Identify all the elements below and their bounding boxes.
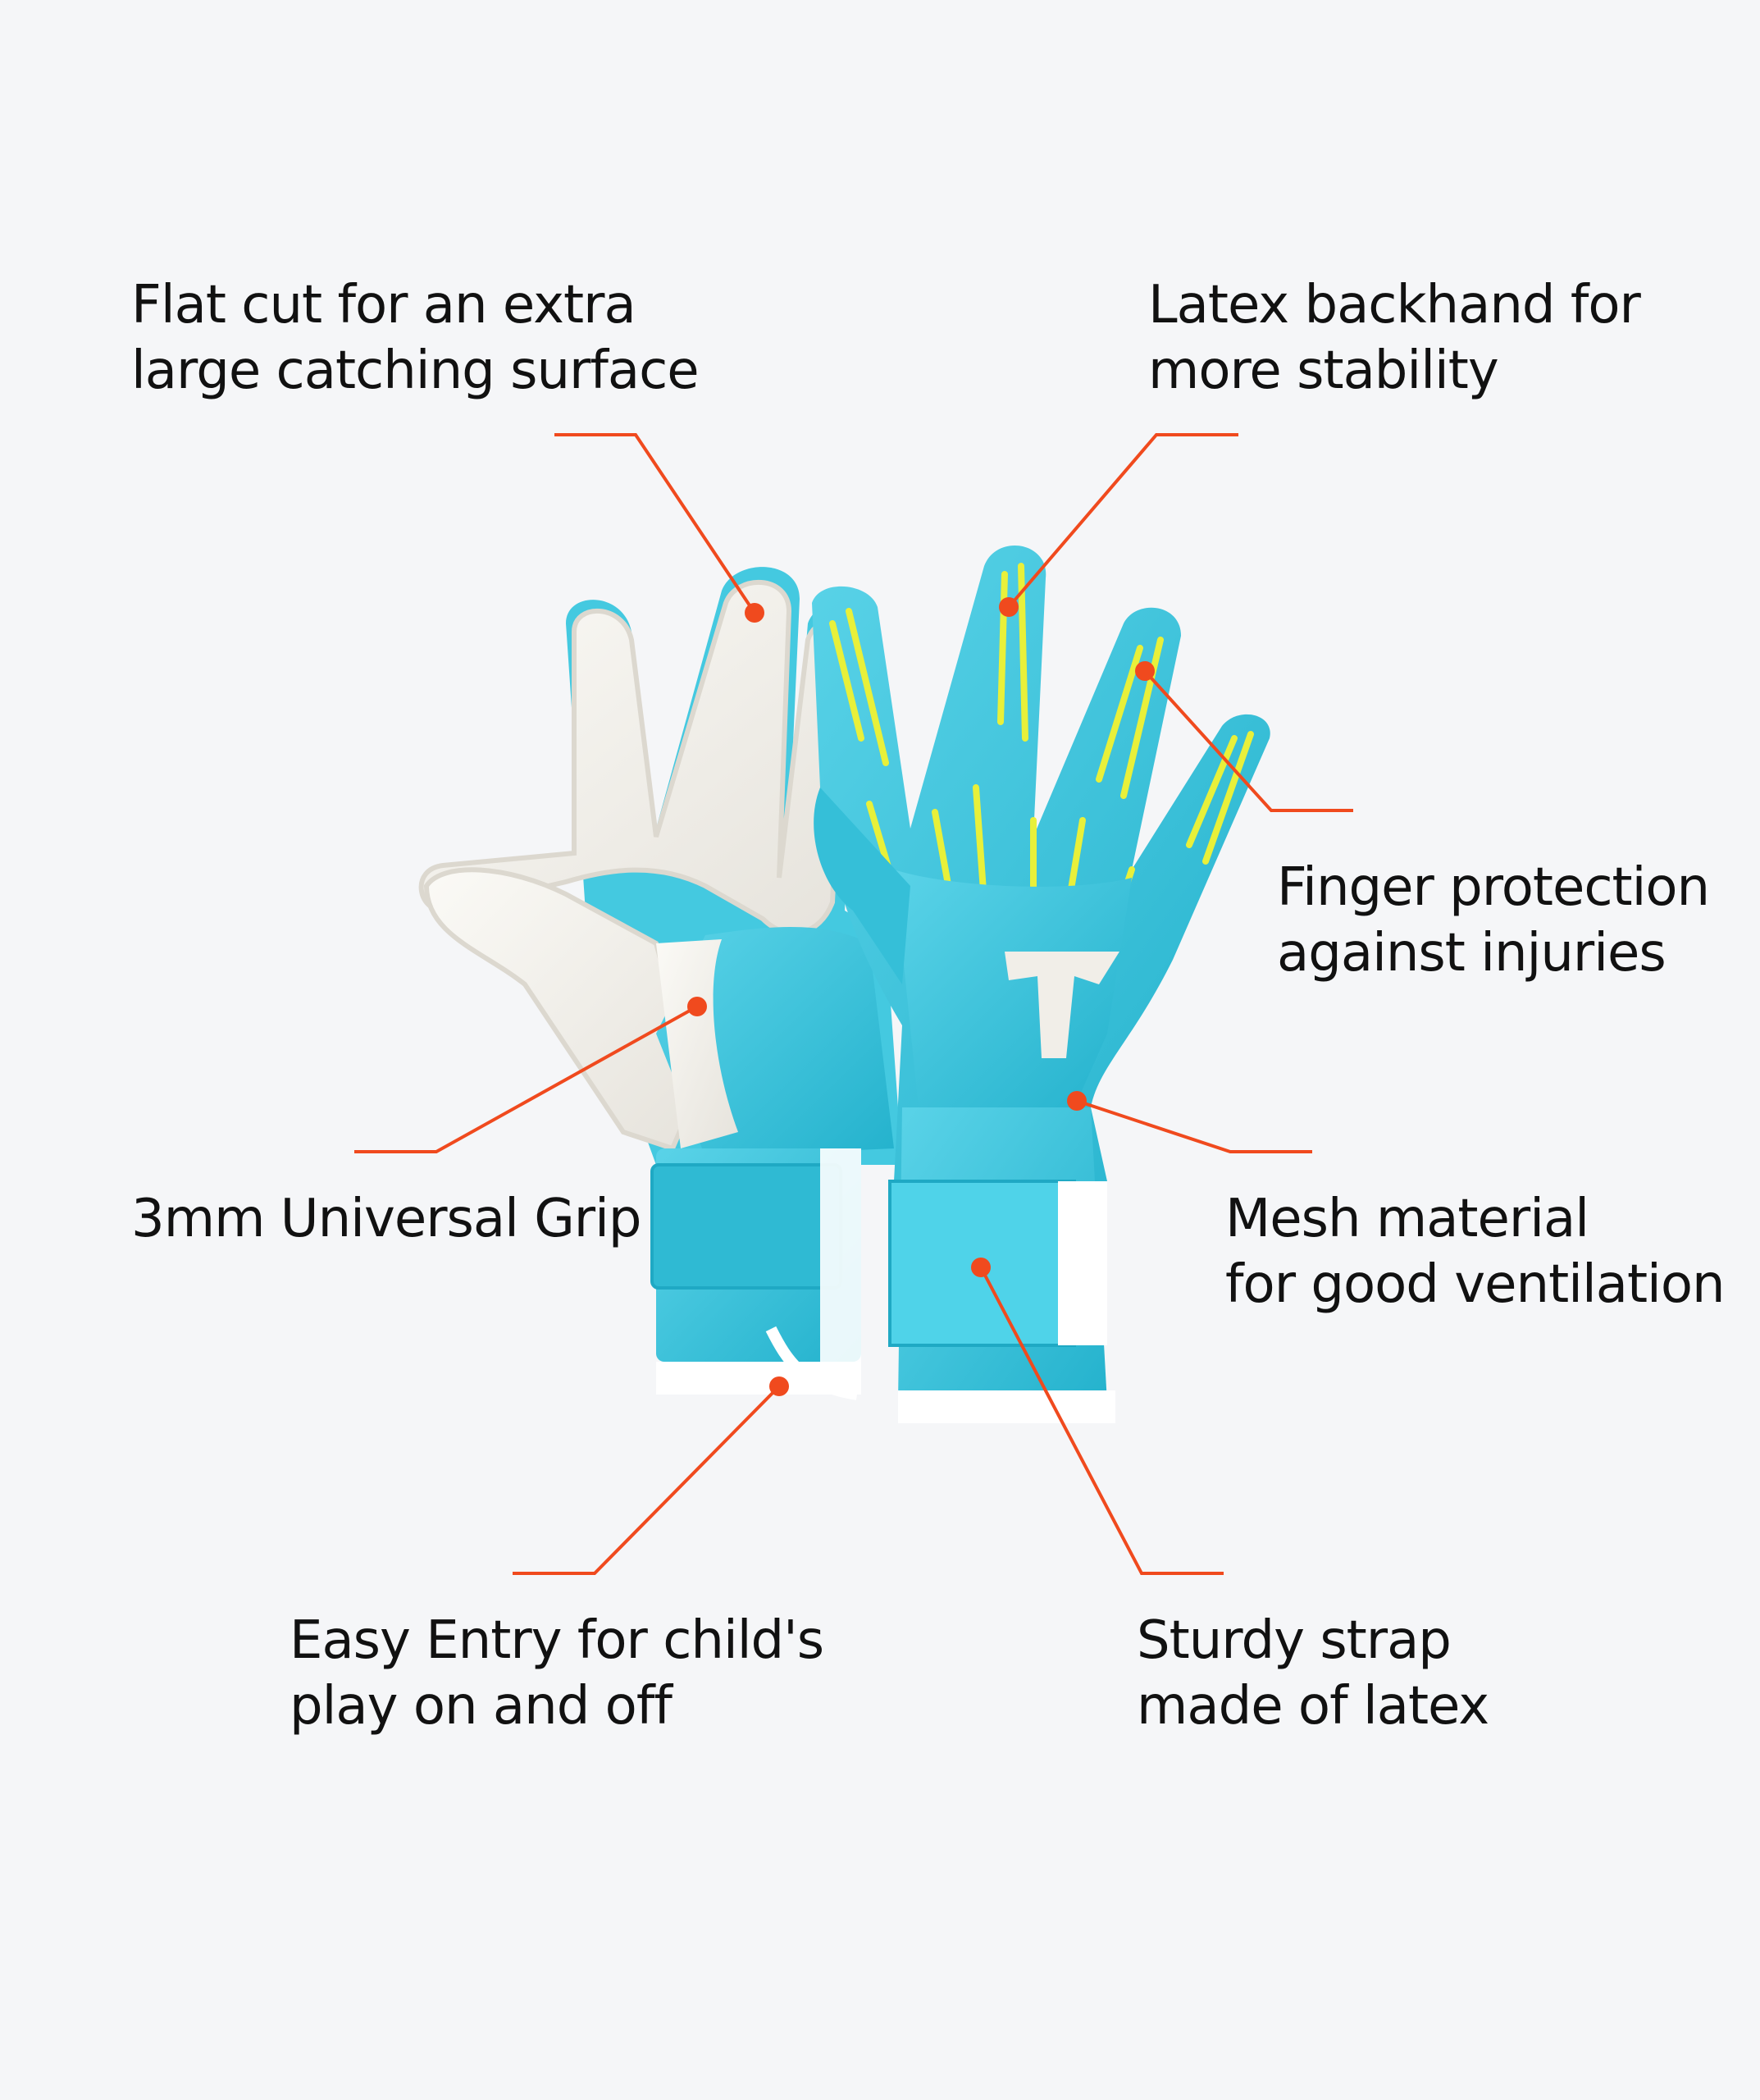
callout-line-mesh-material xyxy=(1076,1099,1312,1153)
t-logo-icon xyxy=(1005,952,1119,1058)
callout-line-flat-cut xyxy=(554,433,756,614)
callout-dots xyxy=(687,597,1155,1396)
callout-line: Easy Entry for child's xyxy=(290,1610,824,1671)
callout-line: play on and off xyxy=(290,1676,673,1737)
callout-line-sturdy-strap xyxy=(979,1267,1224,1575)
callout-lines xyxy=(354,433,1353,1575)
callout-line: Sturdy strap xyxy=(1137,1610,1452,1671)
callout-finger-protection: Finger protection against injuries xyxy=(1277,855,1710,986)
callout-line: 3mm Universal Grip xyxy=(131,1189,641,1249)
callout-line: large catching surface xyxy=(131,340,700,401)
callout-line: more stability xyxy=(1148,340,1499,401)
callout-line: against injuries xyxy=(1277,923,1667,984)
callout-easy-entry: Easy Entry for child's play on and off xyxy=(290,1608,824,1739)
callout-line-finger-protection xyxy=(1143,669,1353,812)
callout-latex-backhand: Latex backhand for more stability xyxy=(1148,272,1641,404)
callout-line-easy-entry xyxy=(513,1385,781,1575)
callout-line-universal-grip xyxy=(354,1005,698,1153)
callout-line: made of latex xyxy=(1137,1676,1489,1737)
callout-line: Latex backhand for xyxy=(1148,275,1641,336)
callout-sturdy-strap: Sturdy strap made of latex xyxy=(1137,1608,1489,1739)
callout-line: for good ventilation xyxy=(1225,1254,1726,1315)
callout-line: Mesh material xyxy=(1225,1189,1589,1249)
callout-mesh-material: Mesh material for good ventilation xyxy=(1225,1186,1726,1317)
callout-flat-cut: Flat cut for an extra large catching sur… xyxy=(131,272,700,404)
callout-universal-grip: 3mm Universal Grip xyxy=(131,1186,641,1252)
callout-line: Finger protection xyxy=(1277,857,1710,918)
callout-line: Flat cut for an extra xyxy=(131,275,636,336)
goalkeeper-glove-backhand-icon xyxy=(812,545,1270,1423)
callout-line-latex-backhand xyxy=(1007,433,1238,609)
